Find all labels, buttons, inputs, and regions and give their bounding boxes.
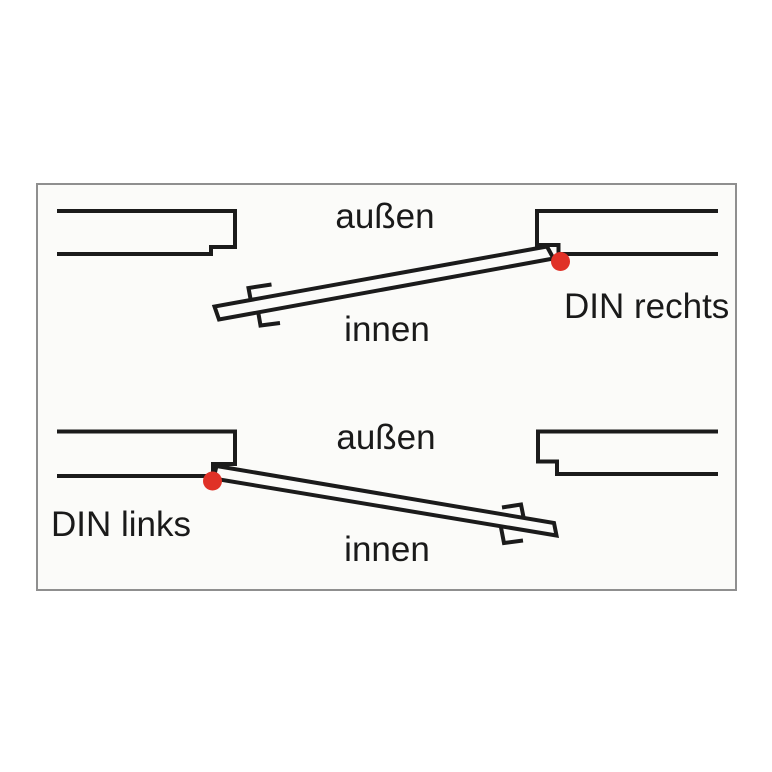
outside-label-din-links: außen [336,418,436,457]
inside-label-din-links: innen [344,530,430,569]
handing-label-din-rechts: DIN rechts [564,287,730,326]
inside-label-din-rechts: innen [344,310,430,349]
outside-label-din-rechts: außen [335,197,435,236]
handing-label-din-links: DIN links [51,505,192,544]
